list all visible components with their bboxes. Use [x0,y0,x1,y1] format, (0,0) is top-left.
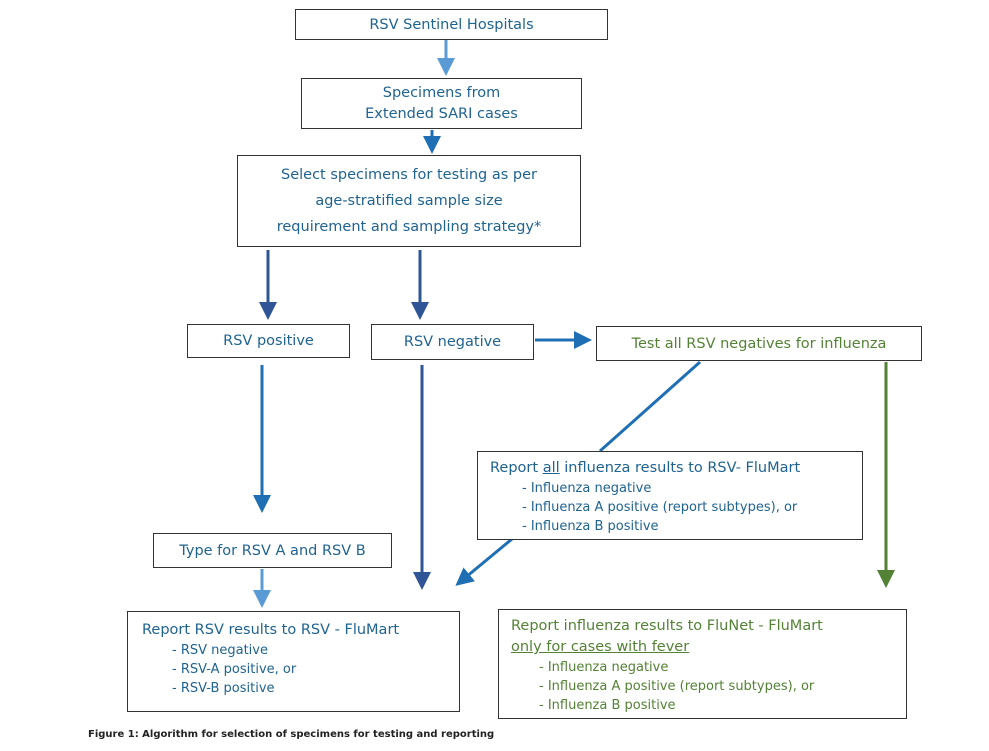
list-item: - Influenza negative [539,660,669,675]
box-rsv-positive: RSV positive [187,324,350,358]
box-title: Report all influenza results to RSV- Flu… [490,458,862,479]
list-item: - Influenza A positive (report subtypes)… [539,679,815,694]
title-underlined: all [542,460,560,476]
list-item: - Influenza A positive (report subtypes)… [522,500,798,515]
title-pre: Report [490,460,543,476]
box-report-flunet: Report influenza results to FluNet - Flu… [498,609,907,719]
box-rsv-negative: RSV negative [371,324,534,360]
box-test-influenza: Test all RSV negatives for influenza [596,326,922,361]
list-item: - Influenza B positive [522,519,659,534]
box-text: Specimens from [382,84,501,101]
list-item: - RSV-B positive [172,681,275,696]
box-subtitle: only for cases with fever [511,639,690,655]
box-title: Report RSV results to RSV - FluMart [142,622,400,638]
box-report-all-influenza: Report all influenza results to RSV- Flu… [477,451,863,540]
list-item: - Influenza B positive [539,698,676,713]
line-test-reportall [599,360,701,453]
box-text: Select specimens for testing as per [281,167,537,183]
box-text: Test all RSV negatives for influenza [631,335,887,352]
box-text: RSV positive [223,333,314,349]
box-type-rsv: Type for RSV A and RSV B [153,533,392,568]
list-item: - Influenza negative [522,481,652,496]
title-post: influenza results to RSV- FluMart [559,460,801,476]
box-select-specimens: Select specimens for testing as per age-s… [237,155,581,247]
box-title: Report influenza results to FluNet - Flu… [511,618,823,634]
figure-caption: Figure 1: Algorithm for selection of spe… [88,729,495,740]
list-item: - RSV-A positive, or [172,662,297,677]
list-item: - RSV negative [172,643,268,658]
box-report-rsv: Report RSV results to RSV - FluMart - RS… [127,611,460,712]
box-text: age-stratified sample size [315,193,503,209]
box-text: Extended SARI cases [365,105,518,122]
box-text: RSV Sentinel Hospitals [369,16,534,33]
box-text: Type for RSV A and RSV B [179,542,366,559]
box-sentinel-hospitals: RSV Sentinel Hospitals [295,9,608,40]
box-text: requirement and sampling strategy* [276,219,542,235]
arrow-reportall-report [455,537,513,586]
box-text: RSV negative [403,334,502,350]
